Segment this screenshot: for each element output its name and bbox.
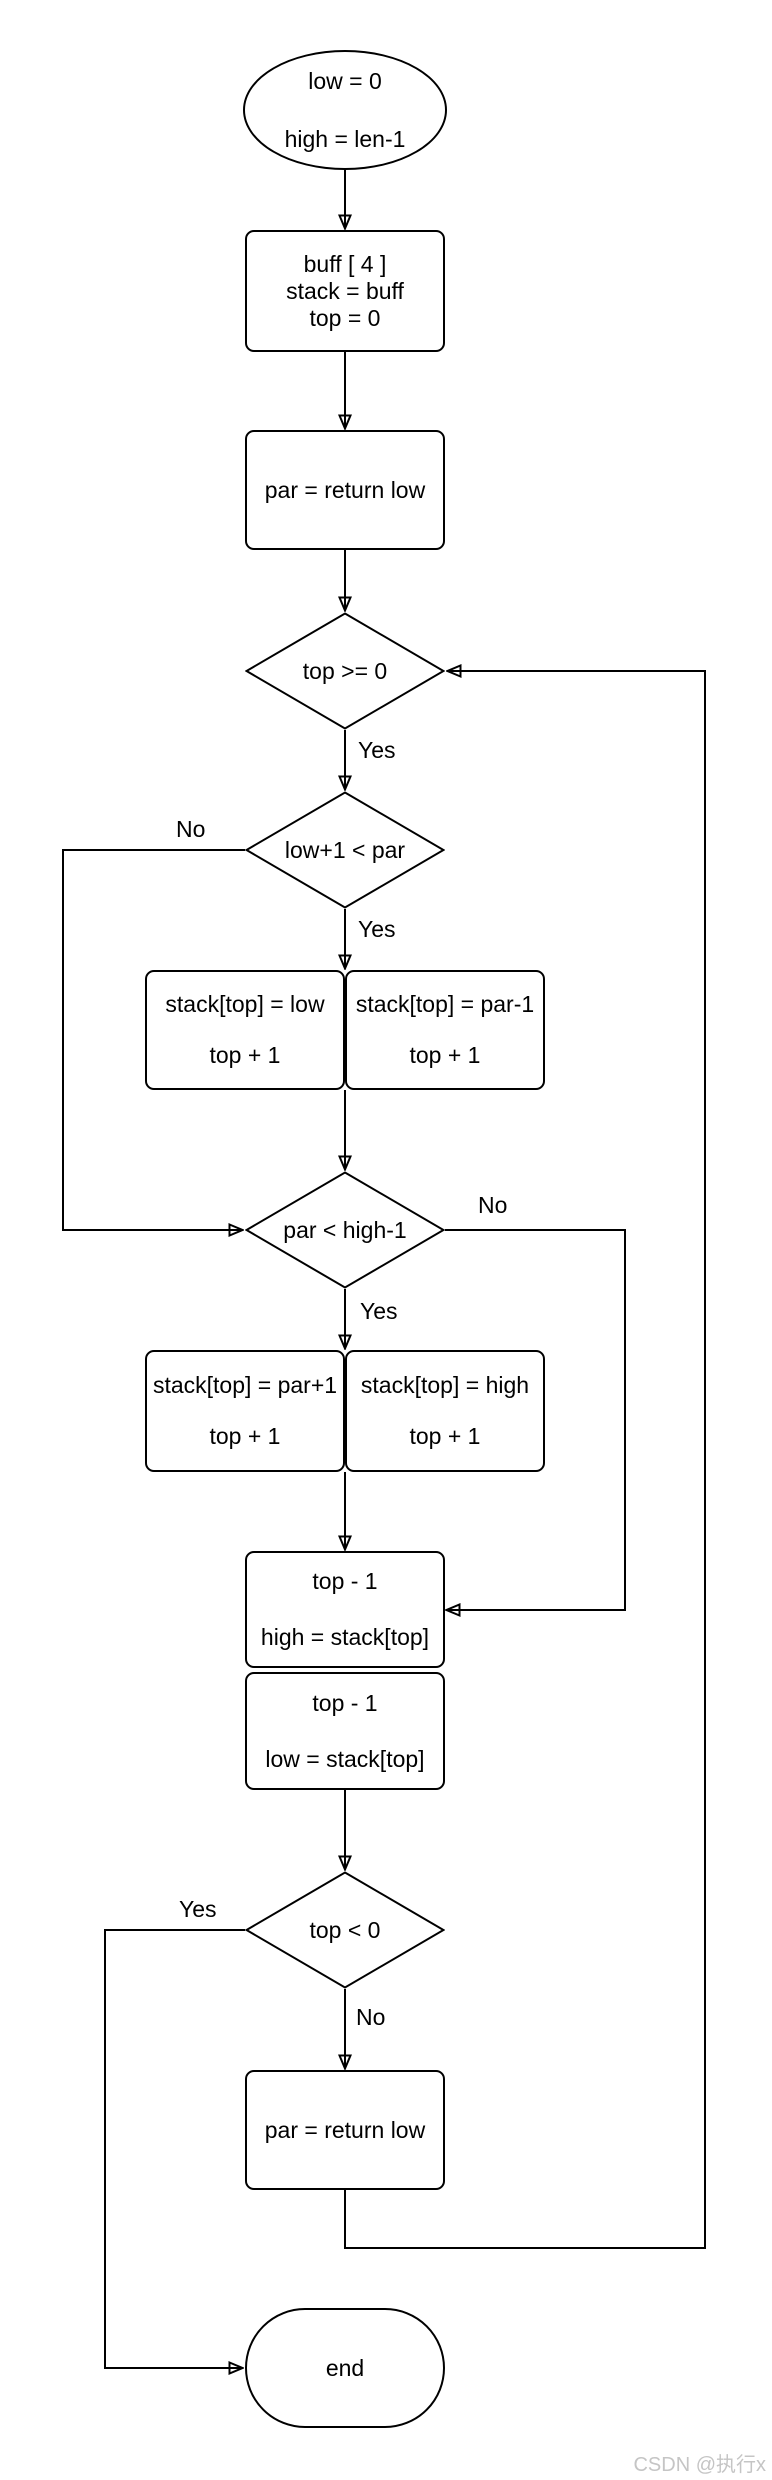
diamond-outline xyxy=(245,1171,445,1289)
node-check-right-part: par < high-1 xyxy=(245,1171,445,1289)
edge-loop-to-checktop xyxy=(344,671,706,2249)
node-text-line: buff [ 4 ] xyxy=(303,250,387,277)
node-text-line: par = return low xyxy=(264,476,426,503)
node-text-line: top = 0 xyxy=(309,304,381,331)
node-text-line: top + 1 xyxy=(209,1423,281,1449)
node-text-line: top < 0 xyxy=(309,1916,381,1943)
node-partition-first: par = return low xyxy=(245,430,445,550)
node-text-line: stack[top] = par+1 xyxy=(152,1372,338,1398)
node-text-line: par = return low xyxy=(264,2116,426,2143)
branch-label-no: No xyxy=(478,1192,508,1218)
node-text-line: stack[top] = par-1 xyxy=(355,991,535,1017)
node-check-left-part: low+1 < par xyxy=(245,791,445,909)
node-pop-low: top - 1 low = stack[top] xyxy=(245,1672,445,1790)
node-end: end xyxy=(245,2308,445,2428)
node-text-line: high = len-1 xyxy=(284,125,406,152)
node-push-high: stack[top] = high top + 1 xyxy=(345,1350,545,1472)
node-text-line: par < high-1 xyxy=(283,1216,407,1243)
branch-label-yes: Yes xyxy=(360,1298,398,1324)
node-check-empty: top < 0 xyxy=(245,1871,445,1989)
node-text-line: top + 1 xyxy=(409,1423,481,1449)
node-text-line: low+1 < par xyxy=(284,836,406,863)
branch-label-no: No xyxy=(356,2004,386,2030)
branch-label-yes: Yes xyxy=(358,916,396,942)
diamond-outline xyxy=(245,612,445,730)
diamond-outline xyxy=(245,791,445,909)
branch-label-yes: Yes xyxy=(179,1896,217,1922)
node-text-line: top >= 0 xyxy=(302,657,388,684)
edge-checkempty-yes xyxy=(104,1929,245,2368)
csdn-watermark: CSDN @执行x xyxy=(633,2454,766,2476)
node-text-line: low = 0 xyxy=(308,67,382,94)
diamond-outline xyxy=(245,1871,445,1989)
branch-label-yes: Yes xyxy=(358,737,396,763)
node-text-line: high = stack[top] xyxy=(260,1624,430,1650)
node-text-line: top - 1 xyxy=(312,1689,378,1716)
node-text-line: top + 1 xyxy=(409,1042,481,1068)
branch-label-no: No xyxy=(176,816,206,842)
node-partition-loop: par = return low xyxy=(245,2070,445,2190)
node-pop-high: top - 1 high = stack[top] xyxy=(245,1551,445,1668)
node-text-line: low = stack[top] xyxy=(265,1745,425,1772)
node-start: low = 0 high = len-1 xyxy=(243,50,447,170)
edge-checkleft-no xyxy=(62,849,245,1230)
node-check-top: top >= 0 xyxy=(245,612,445,730)
node-push-low: stack[top] = low top + 1 xyxy=(145,970,345,1090)
node-text-line: stack[top] = low xyxy=(165,991,325,1017)
edge-checkright-no xyxy=(445,1229,626,1610)
node-text-line: top + 1 xyxy=(209,1042,281,1068)
node-text-line: stack[top] = high xyxy=(360,1372,530,1398)
node-text-line: top - 1 xyxy=(312,1568,378,1594)
node-text-line: stack = buff xyxy=(286,277,404,304)
node-text-line: end xyxy=(325,2354,365,2381)
node-init-stack: buff [ 4 ] stack = buff top = 0 xyxy=(245,230,445,352)
node-push-par-minus-1: stack[top] = par-1 top + 1 xyxy=(345,970,545,1090)
node-push-par-plus-1: stack[top] = par+1 top + 1 xyxy=(145,1350,345,1472)
